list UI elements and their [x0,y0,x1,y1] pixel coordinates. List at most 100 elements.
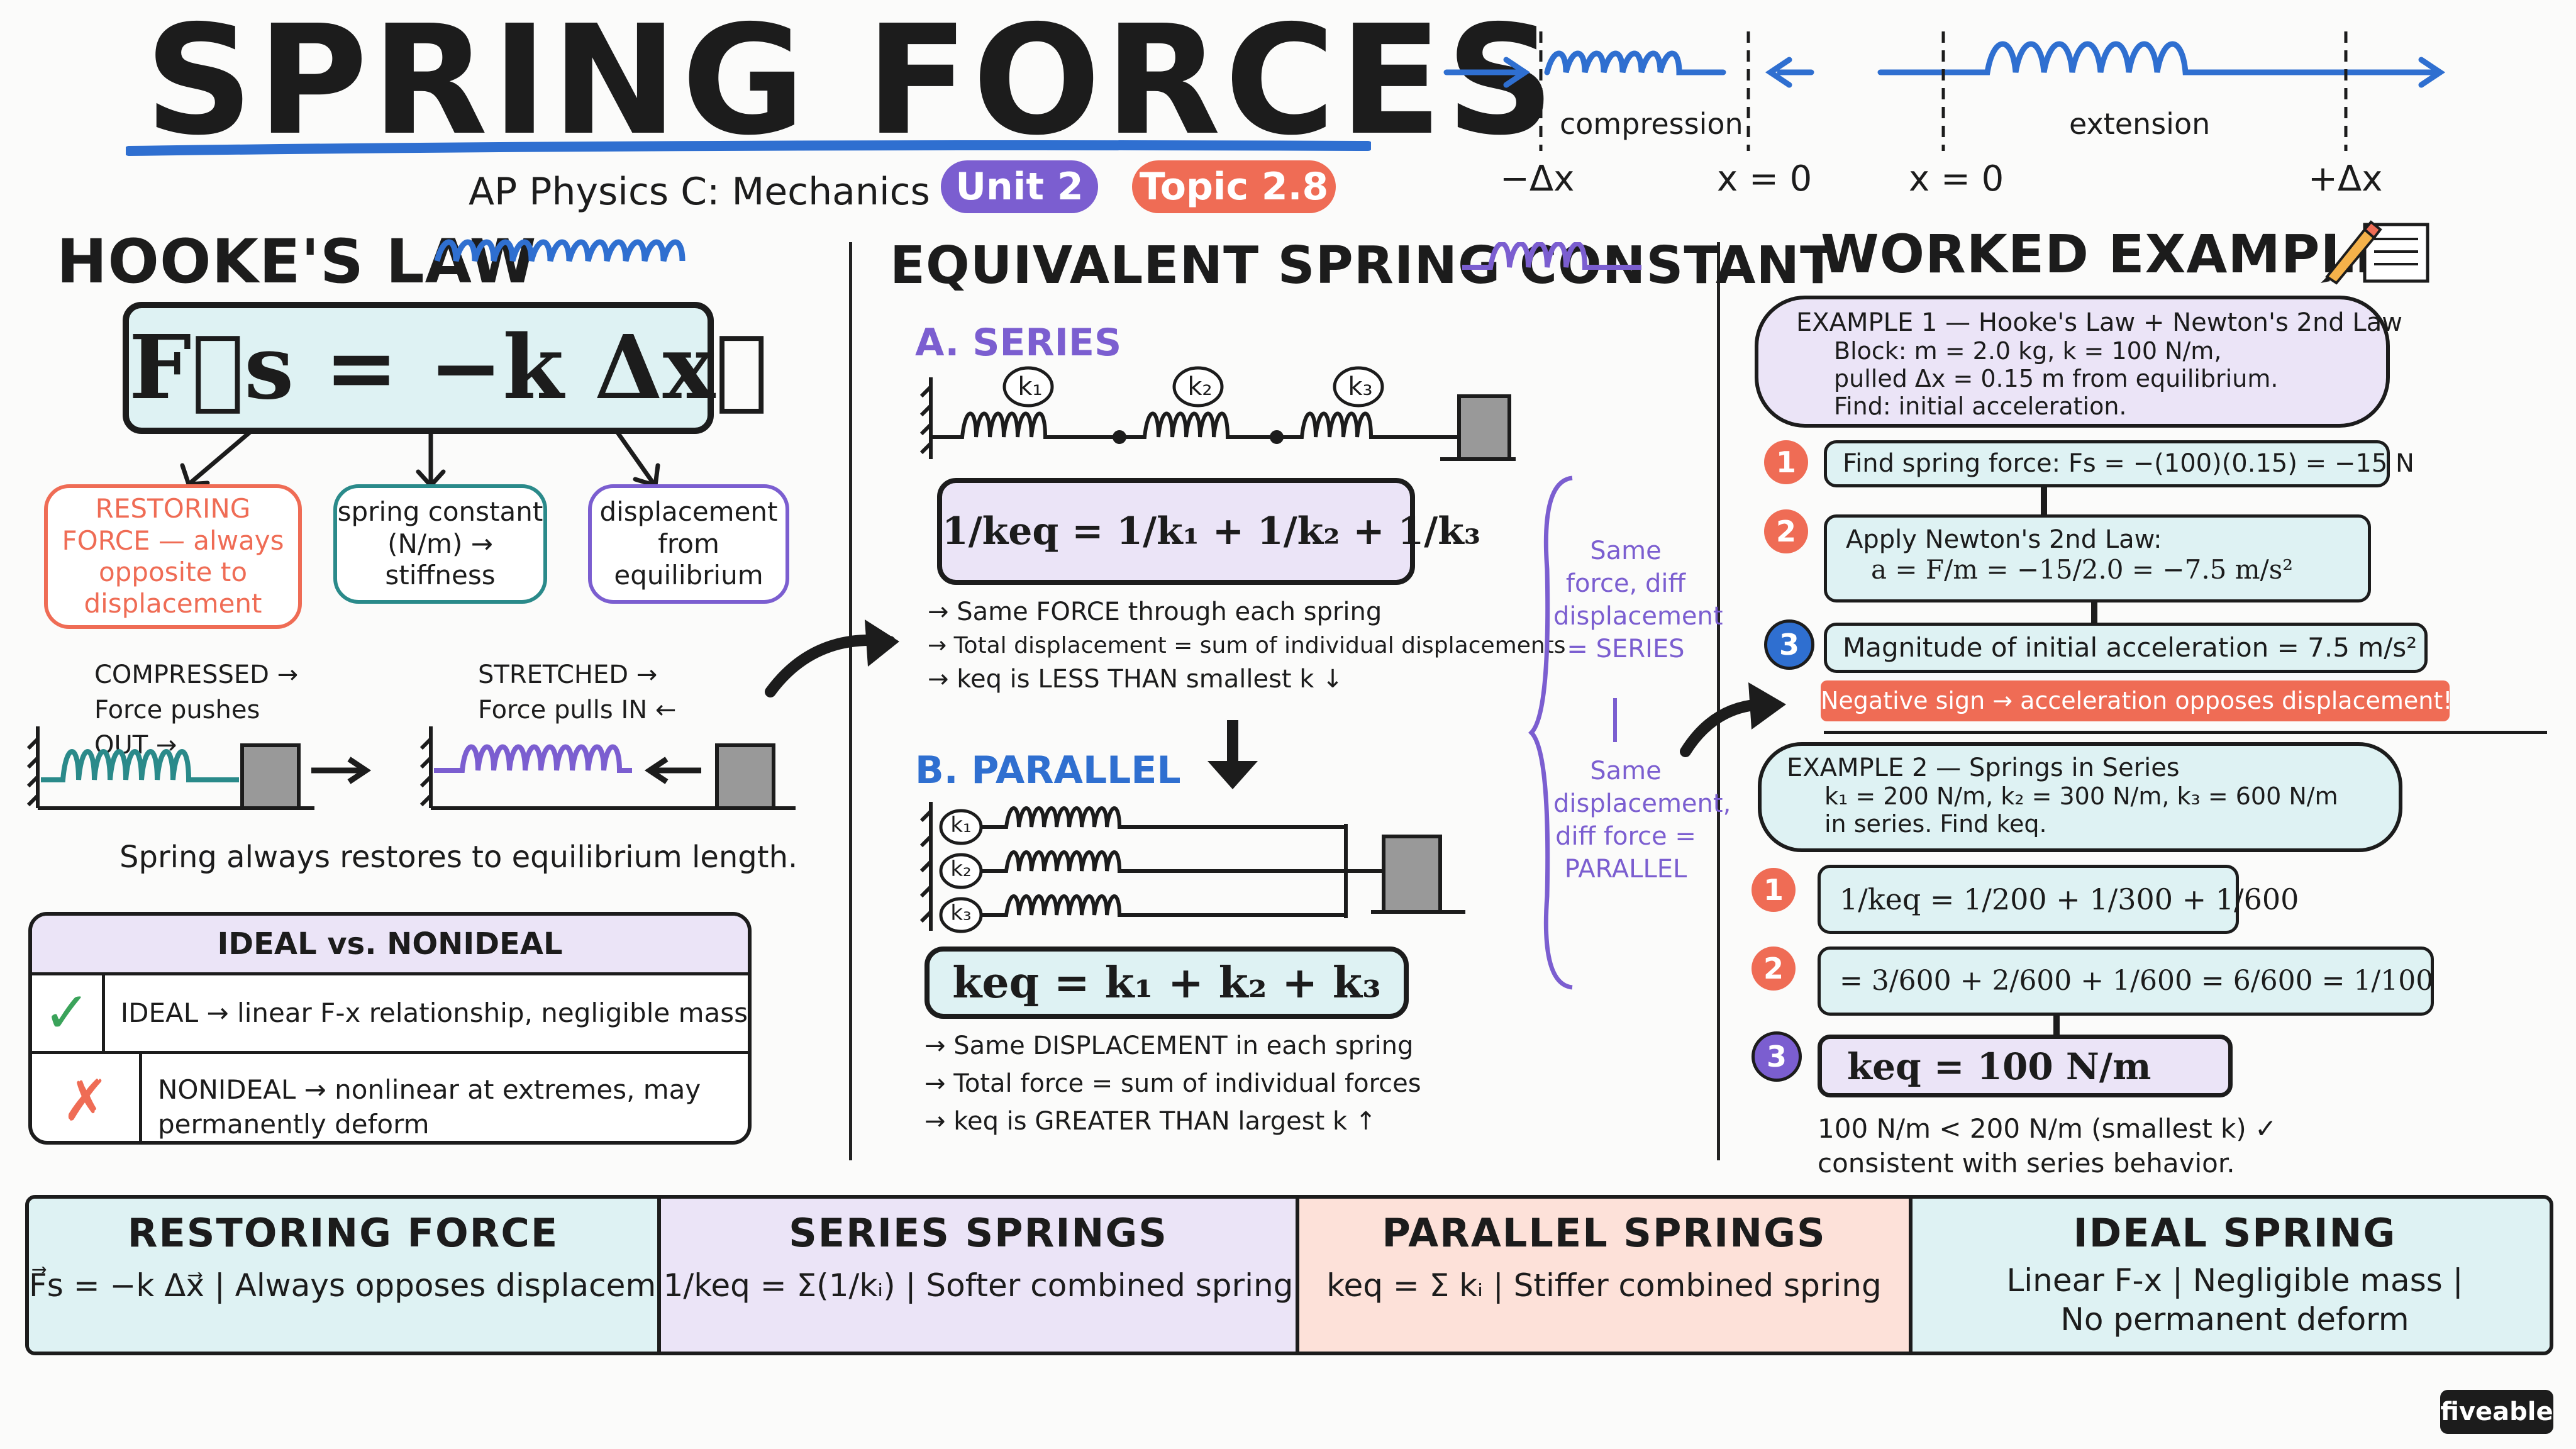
series-k2-label: k₂ [1187,372,1213,401]
step-number: 3 [1752,1031,1802,1082]
fiveable-logo[interactable]: fiveable [2440,1390,2553,1434]
example1-step2: Apply Newton's 2nd Law: a = F/m = −15/2.… [1824,514,2371,602]
parallel-equation-box: keq = k₁ + k₂ + k₃ [924,947,1409,1019]
step-number: 1 [1764,440,1808,484]
parallel-k2-label: k₂ [950,857,972,882]
hookes-law-heading: HOOKE'S LAW [57,226,537,297]
parallel-notes: → Same DISPLACEMENT in each spring → Tot… [924,1031,1421,1136]
pencil-notepad-icon [2321,220,2429,285]
hookes-law-equation: F⃗s = −k Δx⃗ [129,316,769,419]
summary-title: PARALLEL SPRINGS [1382,1210,1826,1256]
step-number: 2 [1752,947,1796,991]
parallel-k1-label: k₁ [950,813,972,838]
parallel-heading: B. PARALLEL [915,748,1181,792]
series-heading: A. SERIES [915,321,1122,365]
compression-extension-diagram [1443,31,2446,151]
check-icon: ✓ [32,975,105,1051]
nonideal-row-text: NONIDEAL → nonlinear at extremes, may pe… [158,1074,701,1140]
example2-title: EXAMPLE 2 — Springs in Series [1787,753,2180,782]
series-equation: 1/keq = 1/k₁ + 1/k₂ + 1/k₃ [942,509,1481,553]
example2-line2: in series. Find keq. [1824,810,2047,838]
spring-constant-label: spring constant (N/m) → stiffness [333,484,547,604]
summary-ideal-spring: IDEAL SPRING Linear F-x | Negligible mas… [1913,1199,2550,1352]
summary-body: No permanent deform [2060,1301,2409,1338]
summary-body: keq = Σ kᵢ | Stiffer combined spring [1326,1267,1882,1304]
x0-right-label: x = 0 [1909,158,2004,199]
example2-step1: 1/keq = 1/200 + 1/300 + 1/600 [1818,865,2299,934]
example1-line3: Find: initial acceleration. [1834,392,2127,420]
example1-step3: Magnitude of initial acceleration = 7.5 … [1824,623,2428,673]
equivalent-heading: EQUIVALENT SPRING CONSTANT [890,236,1836,296]
push-out-arrow-icon [327,726,377,764]
x0-left-label: x = 0 [1717,158,1813,199]
series-k1-label: k₁ [1018,372,1043,401]
equation-pointer-arrows [180,428,660,489]
summary-body: 1/keq = Σ(1/kᵢ) | Softer combined spring [663,1267,1294,1304]
summary-title: SERIES SPRINGS [789,1210,1168,1256]
series-note-3: → keq is LESS THAN smallest k ↓ [928,665,1343,694]
step-number: 3 [1764,619,1814,670]
series-notes: → Same FORCE through each spring → Total… [928,597,1566,694]
page-title: SPRING FORCES [145,0,1558,169]
brace-parallel-note: Same displacement, diff force = PARALLEL [1553,757,1731,884]
unit-badge: Unit 2 [941,160,1098,213]
flow-connector [2041,487,2047,516]
summary-body: Linear F-x | Negligible mass | [2006,1262,2463,1299]
example2-step3: keq = 100 N/m [1818,1035,2233,1097]
example1-step1: Find spring force: Fs = −(100)(0.15) = −… [1824,440,2414,487]
comparison-brace [1528,475,1573,990]
parallel-note-1: → Same DISPLACEMENT in each spring [924,1031,1414,1060]
example1-title: EXAMPLE 1 — Hooke's Law + Newton's 2nd L… [1796,308,2402,337]
example1-line2: pulled Δx = 0.15 m from equilibrium. [1834,365,2279,392]
example2-card: EXAMPLE 2 — Springs in Series k₁ = 200 N… [1758,742,2402,852]
flow-arrow-icon [1680,682,1786,757]
course-subtitle: AP Physics C: Mechanics • [469,170,965,214]
compressed-spring-diagram [26,726,372,810]
cross-icon: ✗ [32,1054,142,1141]
flow-connector [2091,602,2097,623]
summary-body: F⃗s = −k Δx⃗ | Always opposes displaceme… [29,1267,708,1304]
restoring-force-label: RESTORING FORCE — always opposite to dis… [44,484,302,629]
series-spring-diagram [919,366,1516,461]
example2-step2: = 3/600 + 2/600 + 1/600 = 6/600 = 1/100 [1818,947,2434,1016]
column-divider-left [849,242,852,1160]
stretched-label: STRETCHED → Force pulls IN ← [478,660,677,724]
step-number: 2 [1764,509,1808,553]
parallel-spring-diagram [919,802,1465,933]
summary-title: IDEAL SPRING [2073,1210,2397,1256]
flow-arrow-icon [765,619,899,697]
series-note-2: → Total displacement = sum of individual… [928,633,1566,658]
ideal-row-text: IDEAL → linear F-x relationship, negligi… [120,997,748,1028]
table-row: ✗ NONIDEAL → nonlinear at extremes, may … [32,1054,748,1141]
topic-badge: Topic 2.8 [1132,160,1336,213]
parallel-note-2: → Total force = sum of individual forces [924,1069,1421,1098]
summary-restoring-force: RESTORING FORCE F⃗s = −k Δx⃗ | Always op… [29,1199,708,1352]
example1-step2-label: Apply Newton's 2nd Law: [1846,525,2162,554]
example1-line1: Block: m = 2.0 kg, k = 100 N/m, [1834,337,2222,365]
series-k3-label: k₃ [1348,372,1373,401]
negative-sign-warning: Negative sign → acceleration opposes dis… [1821,680,2452,721]
stretched-spring-diagram [419,726,796,810]
flow-connector [2053,1016,2060,1035]
pos-dx-label: +Δx [2308,158,2383,199]
column-divider-right [1717,242,1720,1160]
table-row: ✓ IDEAL → linear F-x relationship, negli… [32,975,748,1054]
summary-bar: RESTORING FORCE F⃗s = −k Δx⃗ | Always op… [25,1195,2553,1355]
parallel-k3-label: k₃ [950,901,972,926]
step-number: 1 [1752,868,1796,912]
neg-dx-label: −Δx [1500,158,1575,199]
restores-note: Spring always restores to equilibrium le… [119,840,798,875]
example2-line1: k₁ = 200 N/m, k₂ = 300 N/m, k₃ = 600 N/m [1824,782,2338,810]
ideal-table-header: IDEAL vs. NONIDEAL [32,916,748,975]
summary-parallel-springs: PARALLEL SPRINGS keq = Σ kᵢ | Stiffer co… [1299,1199,1913,1352]
brace-divider [1613,698,1617,742]
ideal-nonideal-table: IDEAL vs. NONIDEAL ✓ IDEAL → linear F-x … [28,912,752,1145]
heading-spring-icon [1462,242,1641,270]
example1-step2-equation: a = F/m = −15/2.0 = −7.5 m/s² [1871,554,2294,585]
series-note-1: → Same FORCE through each spring [928,597,1382,626]
brace-series-note: Same force, diff displacement = SERIES [1553,536,1723,663]
title-underline [126,140,1371,156]
displacement-label: displacement from equilibrium [588,484,789,604]
example2-check2: consistent with series behavior. [1818,1148,2235,1179]
extension-label: extension [2069,107,2211,141]
